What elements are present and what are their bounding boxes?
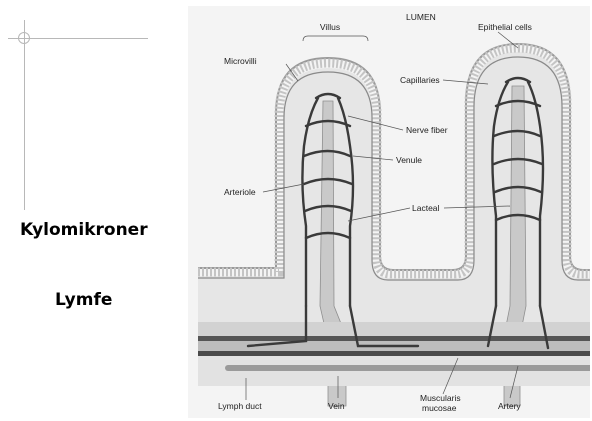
- capillaries-label: Capillaries: [400, 75, 440, 85]
- corner-decoration-circle: [18, 32, 30, 44]
- vein-label: Vein: [328, 401, 345, 411]
- venule-label: Venule: [396, 155, 422, 165]
- nerve-fiber-label: Nerve fiber: [406, 125, 448, 135]
- muscularis-layer-2: [198, 336, 590, 341]
- microvilli-label: Microvilli: [224, 56, 257, 66]
- lymph-label: Lymfe: [55, 290, 112, 310]
- intestinal-villus-diagram: Villus LUMEN Epithelial cells Microvilli…: [188, 6, 590, 418]
- artery-label: Artery: [498, 401, 521, 411]
- lacteal-label: Lacteal: [412, 203, 440, 213]
- muscularis-label: Muscularis: [420, 393, 461, 403]
- corner-decoration-vertical: [24, 20, 25, 210]
- muscularis-layer-1: [198, 322, 590, 336]
- villus-label: Villus: [320, 22, 340, 32]
- chylomicrons-label: Kylomikroner: [20, 220, 148, 240]
- muscularis-layer-4: [198, 351, 590, 356]
- lymph-duct-label: Lymph duct: [218, 401, 262, 411]
- mucosae-label: mucosae: [422, 403, 457, 413]
- arteriole-label: Arteriole: [224, 187, 256, 197]
- epithelial-cells-label: Epithelial cells: [478, 22, 532, 32]
- lumen-label: LUMEN: [406, 12, 436, 22]
